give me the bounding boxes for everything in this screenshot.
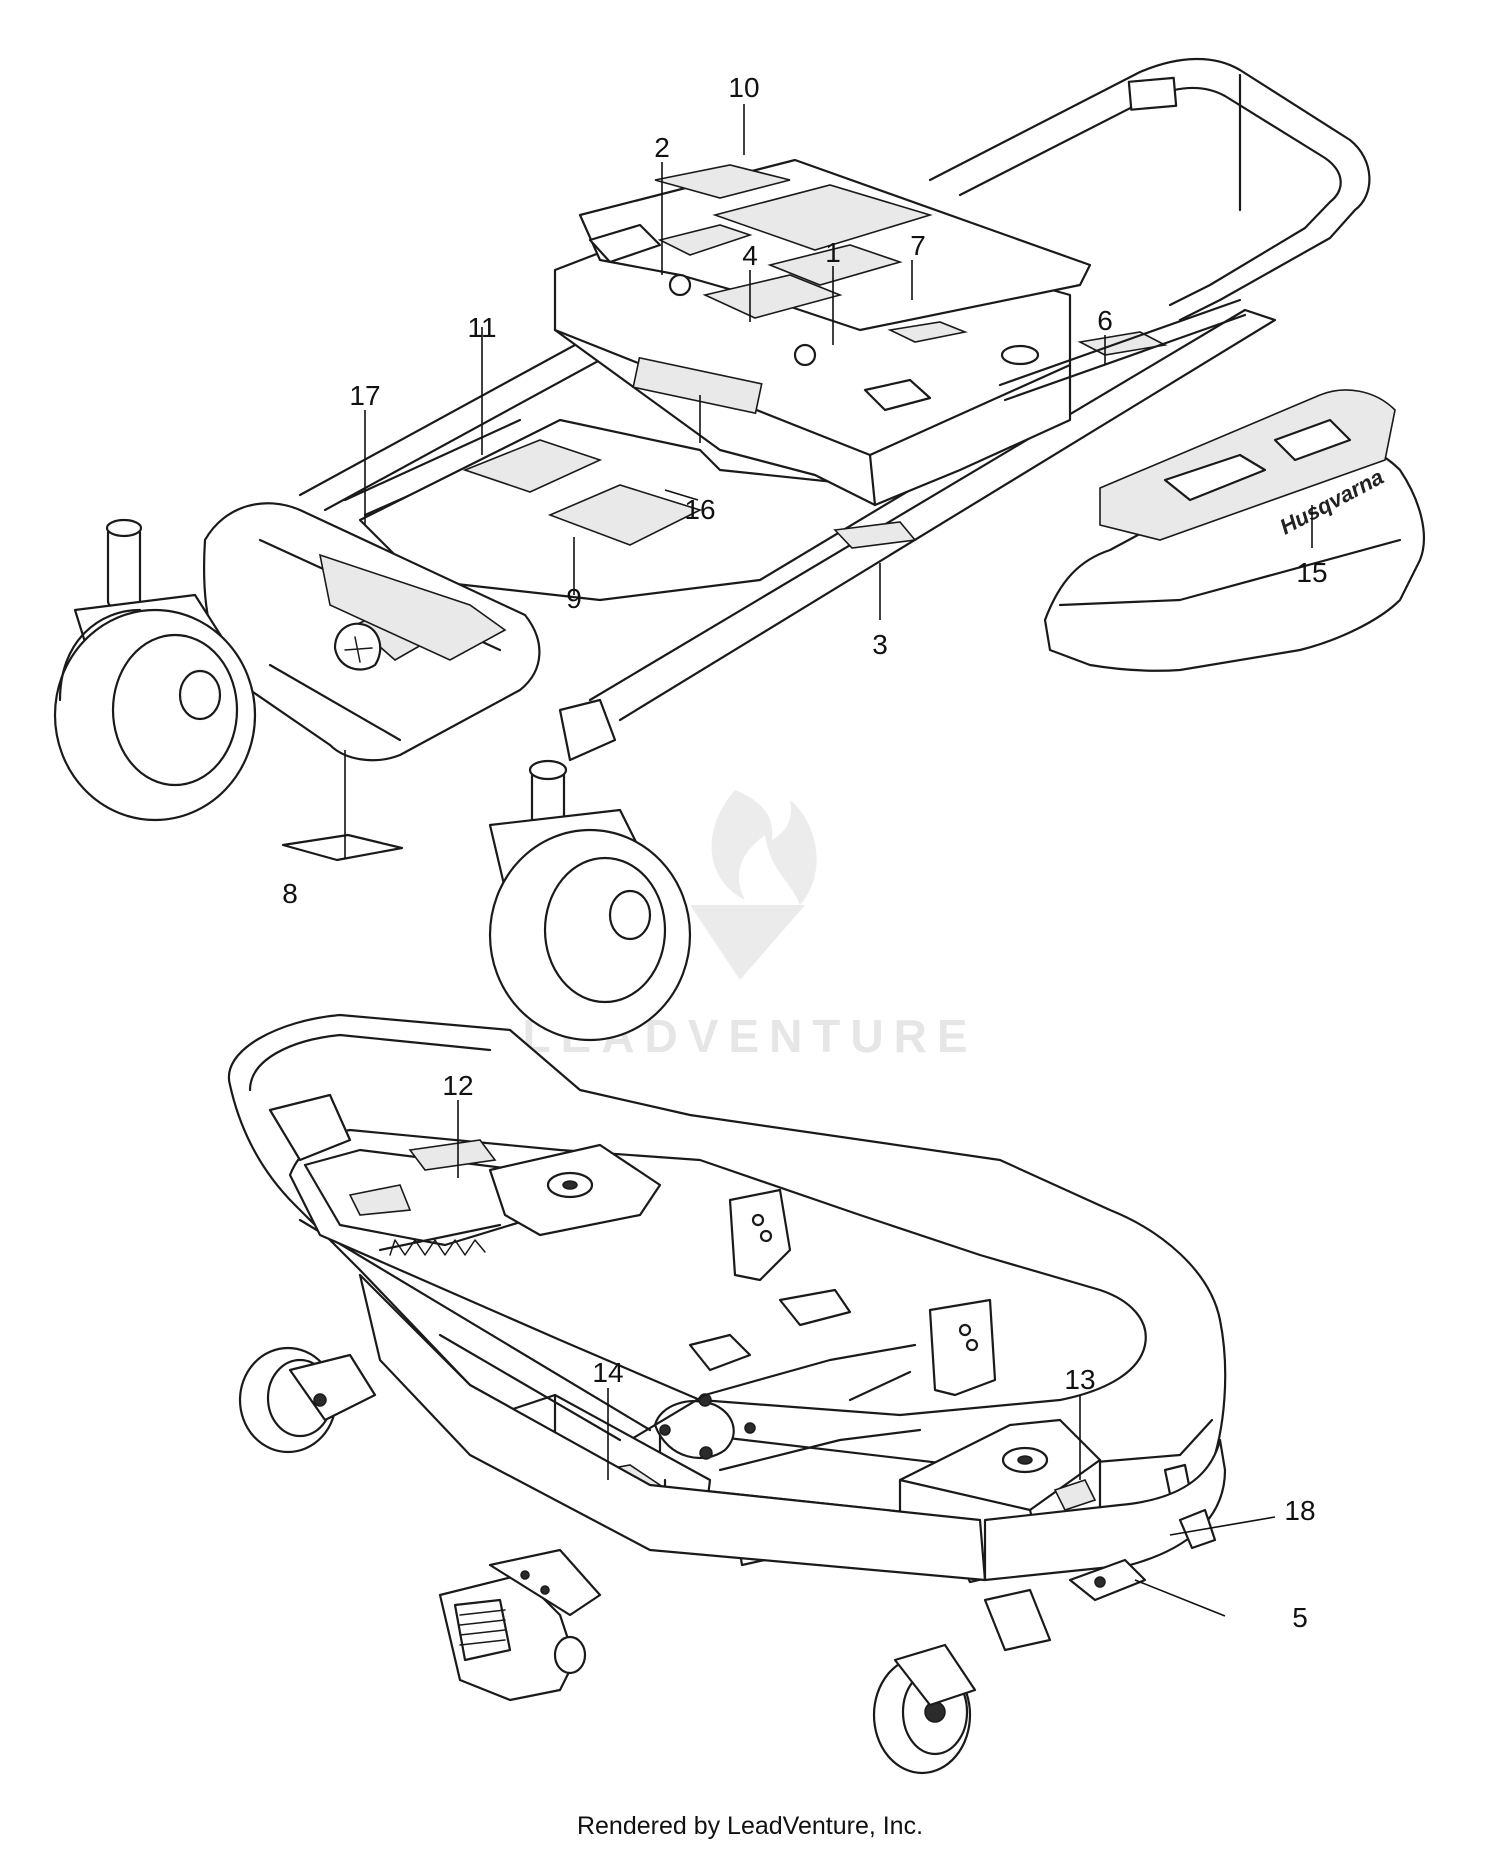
gauge-wheel-left [238,1346,377,1454]
callout-15: 15 [1296,557,1327,588]
callout-18: 18 [1284,1495,1315,1526]
deck-roller-front [438,1548,602,1702]
callout-17: 17 [349,380,380,411]
rear-handle [928,57,1371,322]
callout-labels: 1 2 3 4 5 6 7 8 9 10 11 12 13 14 15 16 1… [282,72,1327,1633]
callout-8: 8 [282,878,298,909]
callout-3: 3 [872,629,888,660]
callout-14: 14 [592,1357,623,1388]
watermark-v-icon [690,905,805,980]
callout-10: 10 [728,72,759,103]
callout-16: 16 [684,494,715,525]
chassis-assembly: Husqvarna [53,57,1425,1042]
callout-2: 2 [654,132,670,163]
frame-rail-right [588,308,1277,722]
front-right-caster [488,698,692,1042]
front-left-caster [53,518,257,822]
callout-9: 9 [566,583,582,614]
rear-fender: Husqvarna [1043,389,1425,672]
callout-7: 7 [910,230,926,261]
footer-credit: Rendered by LeadVenture, Inc. [576,1812,924,1840]
callout-13: 13 [1064,1364,1095,1395]
decal-8 [281,833,404,862]
gauge-wheel-right [872,1588,1052,1775]
callout-12: 12 [442,1070,473,1101]
callout-6: 6 [1097,305,1113,336]
watermark-flame-icon [711,790,817,905]
callout-4: 4 [742,240,758,271]
callout-11: 11 [467,312,496,343]
mower-deck-assembly [227,1013,1227,1775]
callout-1: 1 [825,237,841,268]
callout-5: 5 [1292,1602,1308,1633]
leader-lines [364,104,1313,1617]
